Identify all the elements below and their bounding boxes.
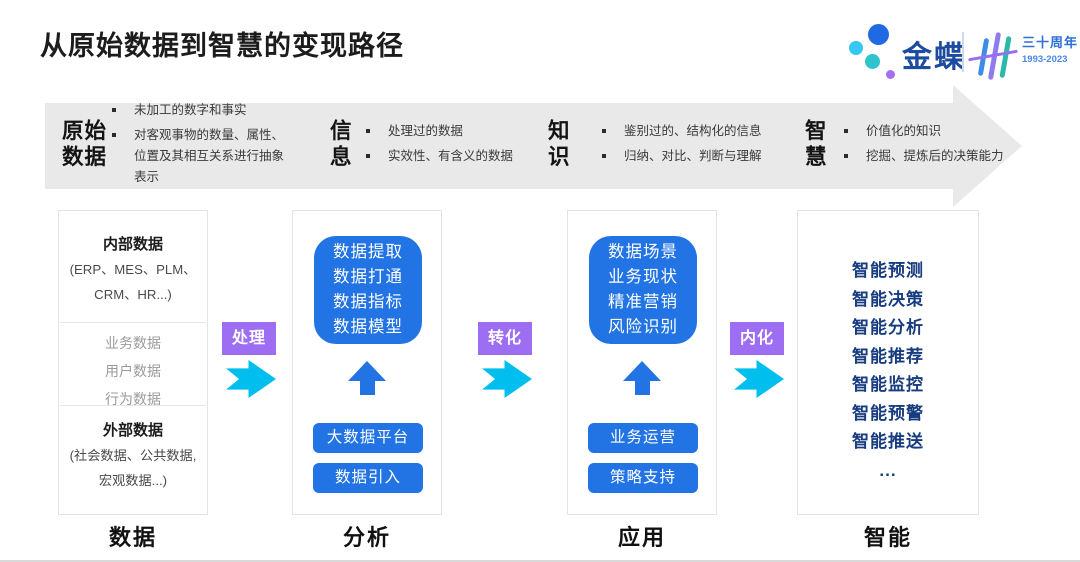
- bullet-dot-icon: [602, 129, 606, 133]
- card-line: 数据模型: [333, 318, 403, 336]
- bullet-item: 对客观事物的数量、属性、位置及其相互关系进行抽象表示: [112, 125, 292, 188]
- bullet-dot-icon: [844, 129, 848, 133]
- card-line: 数据提取: [333, 243, 403, 261]
- anniversary-label: 三十周年: [1022, 35, 1079, 50]
- anniversary-years: 1993-2023: [1022, 54, 1068, 65]
- card-line: 精准营销: [608, 293, 678, 311]
- analysis-column-box: 数据提取 数据打通 数据指标 数据模型 大数据平台 数据引入: [292, 210, 442, 515]
- external-data-systems: (社会数据、公共数据,: [69, 448, 197, 463]
- banner-stage-knowledge: 知 识: [548, 103, 594, 185]
- section-divider: [60, 405, 206, 406]
- logo-dot-blue-icon: [868, 24, 889, 45]
- brand-name: 金蝶: [902, 41, 966, 74]
- bullet-item: 处理过的数据: [366, 121, 513, 142]
- stage-term: 智 慧: [805, 119, 828, 169]
- middle-data-list: 业务数据 用户数据 行为数据: [59, 329, 207, 413]
- data-type-item: 行为数据: [105, 391, 161, 407]
- column-label-application: 应用: [617, 525, 666, 550]
- business-operation-chip: 业务运营: [588, 423, 698, 453]
- logo-dot-purple-icon: [886, 70, 895, 79]
- bullet-item: 价值化的知识: [844, 121, 1004, 142]
- data-type-item: 用户数据: [105, 363, 161, 379]
- column-label-analysis: 分析: [342, 525, 391, 550]
- bullet-item: 挖掘、提炼后的决策能力: [844, 146, 1004, 167]
- intelligence-item: 智能推荐: [852, 346, 924, 366]
- external-data-section: 外部数据 (社会数据、公共数据, 宏观数据...): [59, 419, 207, 493]
- stage-term: 知 识: [548, 119, 571, 169]
- kingdee-logo: 金蝶 三十周年 1993-2023: [840, 14, 1077, 84]
- bullet-dot-icon: [366, 154, 370, 158]
- intelligence-item: 智能预警: [852, 403, 924, 423]
- banner-stage-raw-data: 原始 数据: [62, 103, 108, 185]
- thirty-anniversary-icon: [968, 22, 1018, 84]
- up-arrow-icon: [568, 361, 716, 397]
- logo-dot-teal-icon: [865, 54, 880, 69]
- bullet-dot-icon: [112, 108, 116, 112]
- right-arrow-icon: [226, 360, 276, 398]
- banner-arrow: [45, 85, 1022, 207]
- internal-data-section: 内部数据 (ERP、MES、PLM、 CRM、HR...): [59, 233, 207, 307]
- intelligence-item: 智能推送: [852, 432, 924, 451]
- application-card: 数据场景 业务现状 精准营销 风险识别: [589, 236, 697, 344]
- data-ingestion-chip: 数据引入: [313, 463, 423, 493]
- connector-label-internalize: 内化: [730, 322, 784, 355]
- stage-bullets: 鉴别过的、结构化的信息 归纳、对比、判断与理解: [602, 103, 762, 185]
- card-line: 数据打通: [333, 268, 403, 286]
- data-column-box: 内部数据 (ERP、MES、PLM、 CRM、HR...) 业务数据 用户数据 …: [58, 210, 208, 515]
- analysis-card: 数据提取 数据打通 数据指标 数据模型: [314, 236, 422, 344]
- banner-stage-wisdom: 智 慧: [805, 103, 851, 185]
- data-type-item: 业务数据: [105, 335, 161, 351]
- intelligence-item: 智能预测: [852, 261, 924, 280]
- intelligence-item: 智能决策: [852, 289, 924, 309]
- bullet-item: 未加工的数字和事实: [112, 100, 292, 121]
- connector-label-transform: 转化: [478, 322, 532, 355]
- intelligence-item: 智能监控: [852, 375, 924, 394]
- external-data-title: 外部数据: [102, 422, 163, 439]
- card-line: 数据指标: [333, 293, 403, 311]
- page-title: 从原始数据到智慧的变现路径: [40, 31, 404, 61]
- stage-term: 信 息: [330, 119, 353, 169]
- logo-dot-cyan-icon: [849, 41, 863, 55]
- bullet-item: 实效性、有含义的数据: [366, 146, 513, 167]
- anniversary-block: 三十周年 1993-2023: [1022, 32, 1078, 65]
- bullet-item: 归纳、对比、判断与理解: [602, 146, 762, 167]
- bullet-dot-icon: [112, 133, 116, 137]
- intelligence-item: 智能分析: [852, 318, 924, 337]
- intelligence-column-box: 智能预测 智能决策 智能分析 智能推荐 智能监控 智能预警 智能推送 ...: [797, 210, 979, 515]
- internal-data-systems: CRM、HR...): [94, 287, 172, 302]
- column-label-intelligence: 智能: [863, 525, 912, 550]
- strategy-support-chip: 策略支持: [588, 463, 698, 493]
- bullet-dot-icon: [844, 154, 848, 158]
- column-label-data: 数据: [108, 525, 157, 550]
- application-column-box: 数据场景 业务现状 精准营销 风险识别 业务运营 策略支持: [567, 210, 717, 515]
- internal-data-systems: (ERP、MES、PLM、: [69, 262, 197, 277]
- stage-bullets: 处理过的数据 实效性、有含义的数据: [366, 103, 513, 185]
- bullet-dot-icon: [602, 154, 606, 158]
- right-arrow-icon: [482, 360, 532, 398]
- bullet-item: 鉴别过的、结构化的信息: [602, 121, 762, 142]
- intelligence-list: 智能预测 智能决策 智能分析 智能推荐 智能监控 智能预警 智能推送 ...: [798, 257, 978, 485]
- stage-term: 原始 数据: [62, 119, 108, 169]
- intelligence-item-ellipsis: ...: [879, 460, 897, 480]
- internal-data-title: 内部数据: [102, 236, 163, 253]
- stage-bullets: 价值化的知识 挖掘、提炼后的决策能力: [844, 103, 1004, 185]
- up-arrow-icon: [293, 361, 441, 397]
- card-line: 业务现状: [608, 268, 678, 286]
- connector-label-process: 处理: [222, 322, 276, 355]
- big-data-platform-chip: 大数据平台: [313, 423, 423, 453]
- external-data-systems: 宏观数据...): [98, 473, 168, 488]
- bullet-dot-icon: [366, 129, 370, 133]
- stage-bullets: 未加工的数字和事实 对客观事物的数量、属性、位置及其相互关系进行抽象表示: [112, 103, 292, 185]
- card-line: 风险识别: [608, 318, 678, 336]
- card-line: 数据场景: [608, 243, 678, 261]
- banner-stage-information: 信 息: [330, 103, 376, 185]
- logo-divider: [962, 32, 964, 72]
- right-arrow-icon: [734, 360, 784, 398]
- section-divider: [60, 322, 206, 323]
